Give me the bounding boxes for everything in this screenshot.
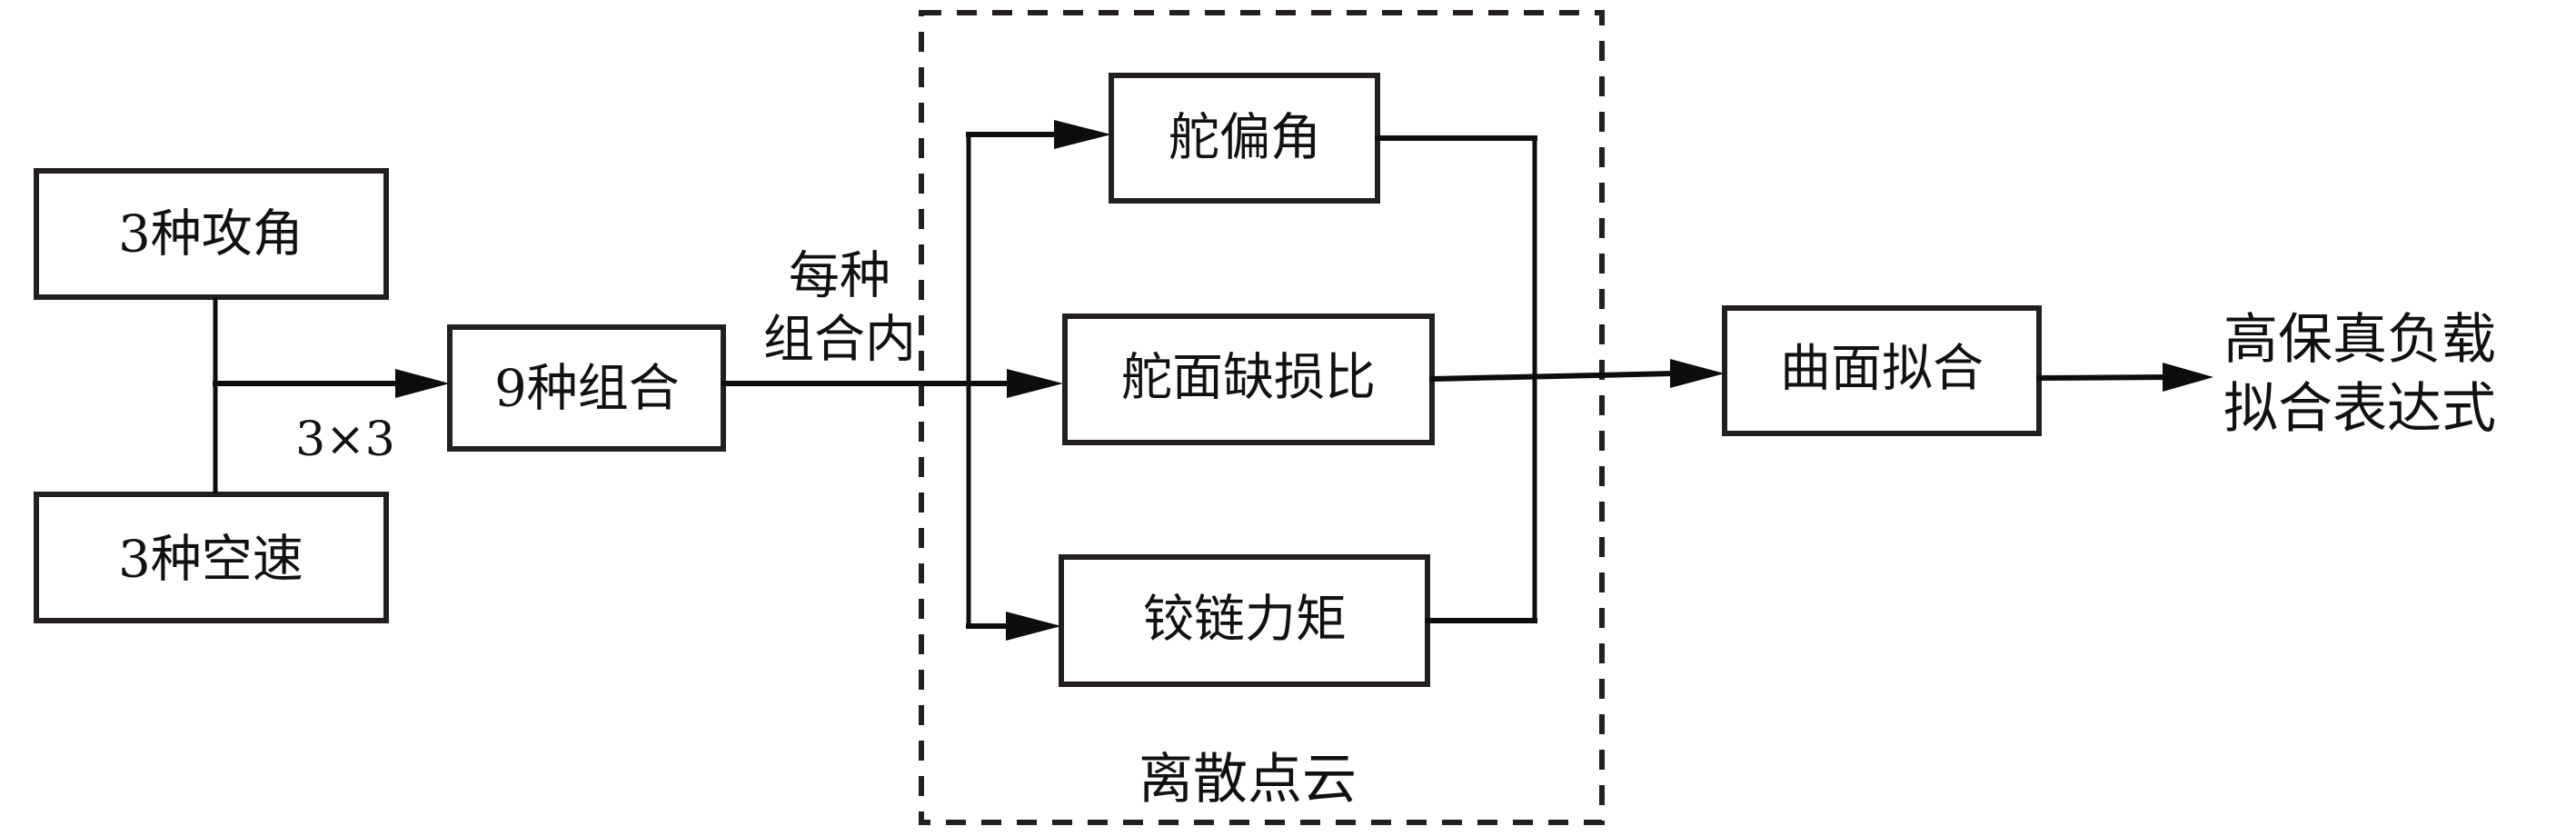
node-airspeed-label: 3种空速 <box>118 531 303 590</box>
arrow-to-damage-ratio-head <box>1007 369 1063 398</box>
node-rudder-deflection-label: 舵偏角 <box>1169 109 1321 168</box>
per-combination-label-line1: 每种 <box>789 247 890 306</box>
output-label-line1: 高保真负载 <box>2223 308 2496 372</box>
arrow-to-combinations-head <box>395 369 450 398</box>
product-label: 3×3 <box>295 413 395 467</box>
node-combinations: 9种组合 <box>447 324 726 452</box>
node-surface-fitting-label: 曲面拟合 <box>1780 340 1984 399</box>
node-hinge-moment-label: 铰链力矩 <box>1143 591 1347 650</box>
arrow-to-output-head <box>2163 363 2213 392</box>
per-combination-label-line2: 组合内 <box>763 311 916 370</box>
arrow-to-surface-fitting-line <box>1428 370 1680 383</box>
node-angle-of-attack: 3种攻角 <box>34 168 389 300</box>
node-damage-ratio: 舵面缺损比 <box>1062 314 1435 445</box>
node-surface-fitting: 曲面拟合 <box>1722 305 2042 436</box>
node-angle-of-attack-label: 3种攻角 <box>118 205 303 264</box>
arrow-to-output-line <box>2035 373 2171 382</box>
node-rudder-deflection: 舵偏角 <box>1109 73 1380 204</box>
node-combinations-label: 9种组合 <box>494 360 680 419</box>
node-hinge-moment: 铰链力矩 <box>1059 554 1430 687</box>
point-cloud-group-label: 离散点云 <box>1139 748 1357 811</box>
node-damage-ratio-label: 舵面缺损比 <box>1121 349 1376 408</box>
arrow-to-rudder-deflection-head <box>1054 120 1111 149</box>
arrow-to-hinge-moment-head <box>1006 612 1061 641</box>
output-label-line2: 拟合表达式 <box>2223 377 2496 441</box>
arrow-to-surface-fitting-head <box>1670 359 1725 388</box>
node-airspeed: 3种空速 <box>34 492 389 623</box>
